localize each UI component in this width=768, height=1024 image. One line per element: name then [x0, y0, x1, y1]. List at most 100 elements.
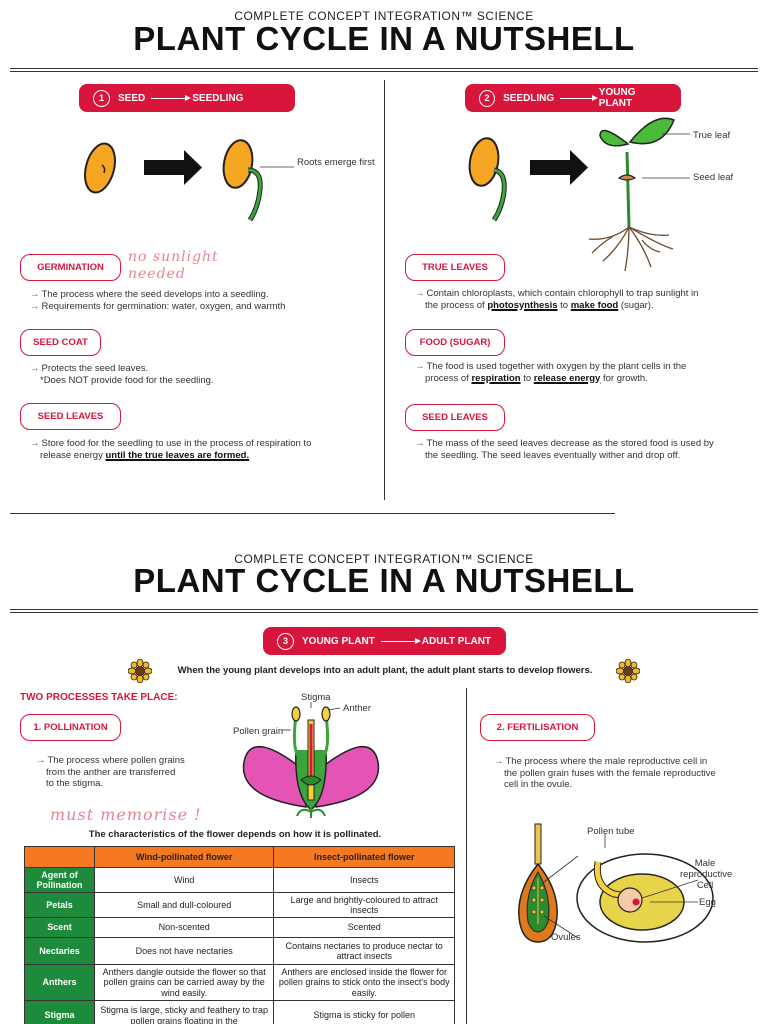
fertilisation-line-2: the pollen grain fuses with the female r… [504, 767, 716, 779]
germination-line-2: Requirements for germination: water, oxy… [41, 300, 286, 312]
true-leaves-l2c: to [557, 299, 571, 311]
page1-bottom-rule [10, 513, 615, 514]
stage1-pill: 1 SEED SEEDLING [79, 84, 295, 112]
arrow-right-icon [144, 150, 202, 185]
male-reproductive-cell-label: Male reproductive Cell [680, 858, 733, 891]
page2-header-divider [10, 609, 758, 613]
table-row: Petals Small and dull-coloured Large and… [24, 892, 455, 918]
germination-line-1: The process where the seed develops into… [41, 289, 269, 300]
page2-column-divider [466, 688, 467, 1024]
page2-title: PLANT CYCLE IN A NUTSHELL [133, 562, 635, 599]
stage2-from: SEEDLING [503, 92, 555, 104]
pollination-label: 1. POLLINATION [20, 714, 121, 741]
respiration-emphasis: respiration [471, 372, 521, 384]
seed-coat-line-2: *Does NOT provide food for the seedling. [40, 374, 214, 386]
young-plant-icon [588, 117, 675, 272]
seed-coat-label: SEED COAT [20, 329, 101, 356]
food-sugar-text: →The food is used together with oxygen b… [415, 361, 687, 384]
stage1-to: SEEDLING [192, 92, 244, 104]
table-row: Anthers Anthers dangle outside the flowe… [24, 964, 455, 1001]
seed-icon [84, 142, 116, 194]
table-header-wind: Wind-pollinated flower [93, 846, 275, 868]
table-caption: The characteristics of the flower depend… [88, 829, 382, 840]
table-cell: Does not have nectaries [93, 937, 275, 965]
stage2-number: 2 [479, 89, 496, 107]
true-leaves-label: TRUE LEAVES [405, 254, 505, 281]
seed-leaves-1-line-1: Store food for the seedling to use in th… [41, 438, 312, 449]
make-food-emphasis: make food [570, 299, 619, 311]
row-header: Nectaries [24, 937, 95, 965]
table-row: Agent of Pollination Wind Insects [24, 867, 455, 893]
two-processes-heading: TWO PROCESSES TAKE PLACE: [20, 692, 178, 703]
pollination-comparison-table: Wind-pollinated flower Insect-pollinated… [24, 846, 455, 1024]
seed-leaves-text-2: →The mass of the seed leaves decrease as… [415, 438, 714, 461]
germination-label: GERMINATION [20, 254, 121, 281]
row-header: Agent of Pollination [24, 867, 95, 893]
pollination-text: →The process where pollen grains from th… [36, 755, 216, 790]
stage3-pill: 3 YOUNG PLANT ADULT PLANT [263, 627, 506, 655]
table-cell: Contains nectaries to produce nectar to … [273, 937, 455, 965]
ovules-label: Ovules [551, 932, 581, 943]
arrow-right-icon [530, 150, 588, 185]
seedling-to-young-plant-illustration [468, 117, 690, 272]
row-header: Stigma [24, 1000, 95, 1024]
germinating-seed-icon [222, 139, 263, 222]
seed-leaves-label-1: SEED LEAVES [20, 403, 121, 430]
arrow-icon [380, 637, 421, 644]
table-cell: Stigma is sticky for pollen [273, 1000, 455, 1024]
fertilisation-line-1: The process where the male reproductive … [505, 756, 708, 767]
food-l2e: for growth. [600, 372, 648, 384]
male-label-line-1: Male [694, 858, 716, 869]
male-label-line-3: Cell [696, 880, 714, 891]
seedling-icon [468, 137, 507, 222]
true-leaves-line-1: Contain chloroplasts, which contain chlo… [426, 288, 699, 299]
male-label-line-2: reproductive [680, 869, 733, 880]
food-sugar-label: FOOD (SUGAR) [405, 329, 505, 356]
row-header: Scent [24, 917, 95, 938]
stigma-label: Stigma [301, 692, 331, 703]
seed-leaf-label: Seed leaf [693, 172, 734, 183]
table-cell: Non-scented [93, 917, 275, 938]
arrow-icon [151, 94, 192, 101]
seed-leaves-2-line-1: The mass of the seed leaves decrease as … [426, 438, 714, 449]
release-energy-emphasis: release energy [533, 372, 601, 384]
anther-label: Anther [343, 703, 371, 714]
stage3-from: YOUNG PLANT [302, 635, 375, 647]
true-leaves-l2e: (sugar). [618, 299, 654, 311]
food-l2a: process of [425, 372, 472, 384]
pollination-line-3: to the stigma. [46, 778, 104, 789]
true-leaf-label: True leaf [693, 130, 731, 141]
row-header: Petals [24, 892, 95, 918]
food-line-1: The food is used together with oxygen by… [426, 361, 687, 372]
page2-subtitle: COMPLETE CONCEPT INTEGRATION™ SCIENCE [234, 552, 534, 566]
stage1-number: 1 [93, 89, 110, 107]
seed-leaves-label-2: SEED LEAVES [405, 404, 505, 431]
fertilisation-label: 2. FERTILISATION [480, 714, 595, 741]
handwritten-note-no-sunlight: no sunlight needed [128, 249, 219, 282]
page-subtitle: COMPLETE CONCEPT INTEGRATION™ SCIENCE [234, 9, 534, 23]
stage3-intro: When the young plant develops into an ad… [177, 665, 593, 676]
seed-leaves-2-line-2: the seedling. The seed leaves eventually… [425, 449, 681, 461]
roots-label: Roots emerge first [297, 157, 375, 168]
arrow-icon [560, 94, 598, 101]
flower-diagram [242, 702, 380, 818]
germination-text: →The process where the seed develops int… [30, 289, 286, 312]
table-row: Stigma Stigma is large, sticky and feath… [24, 1000, 455, 1024]
stage2-pill: 2 SEEDLING YOUNG PLANT [465, 84, 681, 112]
sunflower-icon [616, 659, 640, 683]
pollen-grain-label: Pollen grain [233, 726, 284, 737]
seed-leaves-1-line-2: release energy [40, 449, 106, 461]
table-cell: Scented [273, 917, 455, 938]
pollen-tube-label: Pollen tube [587, 826, 635, 837]
handwritten-note-must-memorise: must memorise ! [50, 805, 202, 824]
pollination-line-2: from the anther are transferred [46, 766, 176, 778]
true-leaves-text: →Contain chloroplasts, which contain chl… [415, 288, 699, 311]
table-row: Scent Non-scented Scented [24, 917, 455, 938]
table-header-cell [24, 846, 95, 868]
seed-leaves-1-emphasis: until the true leaves are formed. [105, 449, 250, 461]
seed-coat-line-1: Protects the seed leaves. [41, 363, 149, 374]
table-row: Nectaries Does not have nectaries Contai… [24, 937, 455, 965]
food-l2c: to [520, 372, 534, 384]
table-cell: Wind [93, 867, 275, 893]
header-divider [10, 68, 758, 72]
